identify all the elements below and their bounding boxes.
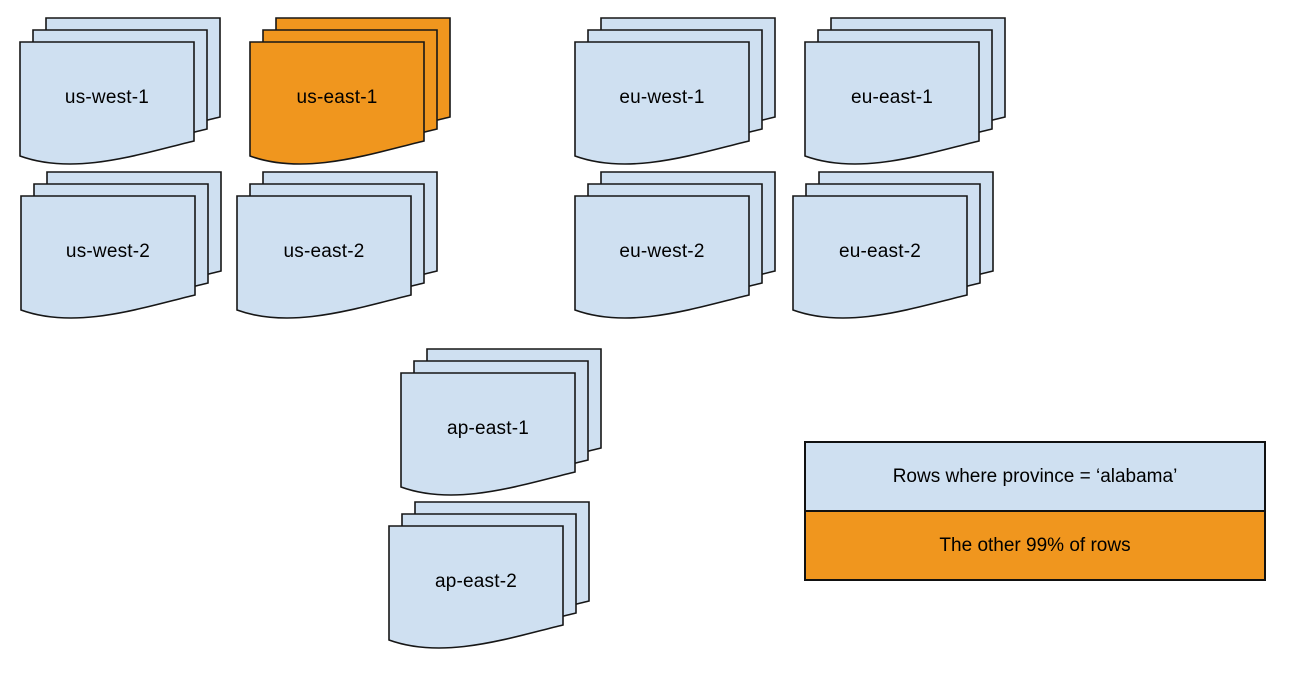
document-stack: eu-east-2 [792, 171, 994, 321]
document-stack: us-west-1 [19, 17, 221, 167]
legend-row-alabama: Rows where province = ‘alabama’ [804, 441, 1266, 512]
document-stack: eu-west-2 [574, 171, 776, 321]
multi-document-icon [388, 501, 590, 649]
document-shape-front [20, 195, 196, 319]
legend-label: The other 99% of rows [939, 534, 1131, 556]
multi-document-icon [574, 171, 776, 319]
document-shape-front [236, 195, 412, 319]
document-shape-front [388, 525, 564, 649]
multi-document-icon [19, 17, 221, 165]
document-stack: us-east-1 [249, 17, 451, 167]
document-stack: us-west-2 [20, 171, 222, 321]
multi-document-icon [574, 17, 776, 165]
document-shape-front [792, 195, 968, 319]
document-shape-front [249, 41, 425, 165]
document-shape-front [400, 372, 576, 496]
legend: Rows where province = ‘alabama’ The othe… [804, 441, 1266, 581]
multi-document-icon [236, 171, 438, 319]
legend-label: Rows where province = ‘alabama’ [892, 465, 1178, 487]
document-stack: eu-west-1 [574, 17, 776, 167]
multi-document-icon [20, 171, 222, 319]
document-shape-front [574, 41, 750, 165]
document-shape-front [19, 41, 195, 165]
document-stack: us-east-2 [236, 171, 438, 321]
multi-document-icon [249, 17, 451, 165]
multi-document-icon [804, 17, 1006, 165]
multi-document-icon [792, 171, 994, 319]
document-stack: eu-east-1 [804, 17, 1006, 167]
legend-row-other: The other 99% of rows [804, 510, 1266, 581]
document-shape-front [574, 195, 750, 319]
multi-document-icon [400, 348, 602, 496]
document-stack: ap-east-1 [400, 348, 602, 498]
document-shape-front [804, 41, 980, 165]
document-stack: ap-east-2 [388, 501, 590, 651]
